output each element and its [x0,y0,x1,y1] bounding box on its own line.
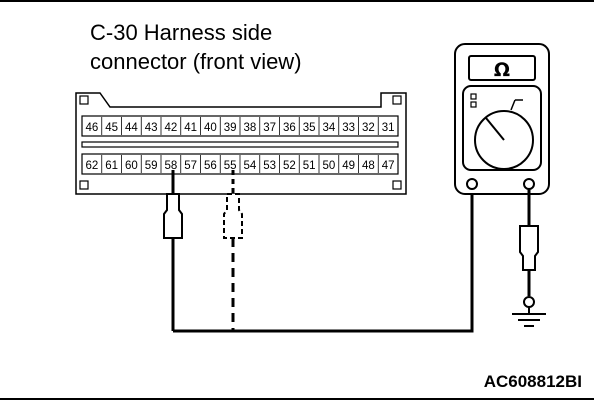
pin-label: 42 [164,122,177,134]
probe-solid [163,170,183,331]
ground-lead [512,189,546,327]
meter-terminal-left [466,178,478,190]
pin-label: 55 [224,160,237,172]
pin-label: 46 [85,122,98,134]
connector-title-line-1: C-30 Harness side [90,20,273,45]
top-pin-row: 46 45 44 43 42 41 40 39 38 37 36 35 34 33 32 31 [85,117,395,135]
pin-label: 35 [303,122,316,134]
pin-label: 56 [204,160,217,172]
probe-handle [223,193,243,239]
pin-label: 40 [204,122,217,134]
range-mark [470,101,477,108]
connector-latch-square [79,95,89,105]
meter-display [468,55,536,81]
ground-clip [523,296,535,308]
pin-label: 31 [382,122,395,134]
pin-label: 43 [145,122,158,134]
pin-label: 58 [164,160,177,172]
pin-label: 49 [342,160,355,172]
pin-label: 39 [224,122,237,134]
pin-label: 37 [263,122,276,134]
ohm-symbol: Ω [494,59,510,81]
connector-latch-square [392,180,402,190]
pin-label: 61 [105,160,118,172]
pin-label: 38 [243,122,256,134]
pin-label: 52 [283,160,296,172]
connector-title-line-2: connector (front view) [90,49,302,74]
range-mark [470,93,477,100]
center-rail [81,141,399,148]
pin-label: 51 [303,160,316,172]
pin-label: 57 [184,160,197,172]
pin-label: 59 [145,160,158,172]
pin-label: 60 [125,160,138,172]
pin-label: 45 [105,122,118,134]
pin-label: 47 [382,160,395,172]
pin-label: 33 [342,122,355,134]
pin-label: 32 [362,122,375,134]
probe-dashed [223,170,243,331]
connector-latch-square [79,180,89,190]
pin-label: 48 [362,160,375,172]
probe-handle [163,193,183,239]
pin-label: 53 [263,160,276,172]
pin-label: 44 [125,122,138,134]
dial-pointer [485,117,505,141]
harness-connector: 46 45 44 43 42 41 40 39 38 37 36 35 34 33 32 31 62 61 60 5… [75,92,407,195]
meter-terminal-right [523,178,535,190]
figure-reference-code: AC608812BI [483,372,582,391]
pin-label: 62 [85,160,98,172]
connector-latch-square [392,95,402,105]
pin-label: 34 [322,122,335,134]
pin-label: 41 [184,122,197,134]
pin-label: 36 [283,122,296,134]
pin-label: 54 [243,160,256,172]
ohmmeter: Ω [454,43,550,195]
common-lead-wire [173,184,474,333]
probe-handle [519,225,539,271]
bottom-pin-row: 62 61 60 59 58 57 56 55 54 53 52 51 50 49 48 47 [85,155,395,173]
range-mark [510,99,516,111]
pin-label: 50 [322,160,335,172]
